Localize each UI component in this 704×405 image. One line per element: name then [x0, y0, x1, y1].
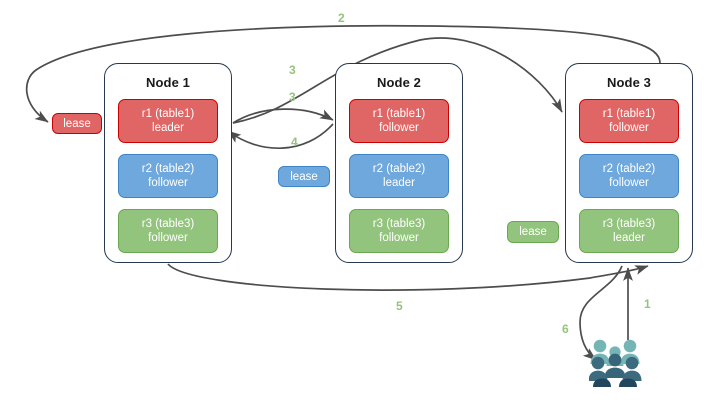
replica-r2[interactable]: r2 (table2) leader [349, 154, 449, 198]
lease-badge-table3[interactable]: lease [507, 221, 559, 243]
arrow-step-4 [227, 123, 334, 149]
replica-name: r3 (table3) [372, 218, 426, 230]
replica-role: follower [148, 232, 188, 244]
arrow-step-6 [579, 265, 623, 361]
replica-role: follower [379, 232, 419, 244]
replica-role: leader [383, 177, 415, 189]
lease-badge-table1[interactable]: lease [52, 113, 102, 134]
replica-r1[interactable]: r1 (table1) leader [118, 99, 218, 143]
node-box-node-1[interactable]: Node 1 r1 (table1) leader r2 (table2) fo… [104, 63, 232, 263]
step-label-1: 1 [644, 297, 651, 311]
arrow-step-3-node3 [232, 37, 563, 124]
replica-r2[interactable]: r2 (table2) follower [118, 154, 218, 198]
arrow-step-5 [167, 263, 649, 291]
lease-badge-table2[interactable]: lease [278, 166, 330, 187]
node-title: Node 1 [146, 75, 190, 90]
replica-name: r2 (table2) [141, 163, 195, 175]
step-label-3-lower: 3 [289, 90, 296, 104]
replica-r2[interactable]: r2 (table2) follower [579, 154, 679, 198]
replica-name: r3 (table3) [602, 218, 656, 230]
replica-name: r3 (table3) [141, 218, 195, 230]
replica-r1[interactable]: r1 (table1) follower [349, 99, 449, 143]
replica-name: r1 (table1) [602, 108, 656, 120]
step-label-2: 2 [338, 11, 345, 25]
node-title: Node 3 [607, 75, 651, 90]
replica-name: r2 (table2) [372, 163, 426, 175]
step-label-5: 5 [396, 299, 403, 313]
replica-name: r1 (table1) [141, 108, 195, 120]
replica-name: r1 (table1) [372, 108, 426, 120]
replica-role: follower [609, 177, 649, 189]
arrow-step-2 [25, 24, 661, 123]
step-label-3-upper: 3 [289, 63, 296, 77]
replica-r3[interactable]: r3 (table3) leader [579, 209, 679, 253]
replica-role: leader [613, 232, 645, 244]
replica-name: r2 (table2) [602, 163, 656, 175]
users-group-icon [589, 339, 642, 387]
node-box-node-2[interactable]: Node 2 r1 (table1) follower r2 (table2) … [335, 63, 463, 263]
arrow-step-3-node2 [232, 108, 334, 124]
replica-role: follower [379, 122, 419, 134]
step-label-4: 4 [291, 135, 298, 149]
replica-role: leader [152, 122, 184, 134]
replica-r3[interactable]: r3 (table3) follower [118, 209, 218, 253]
node-box-node-3[interactable]: Node 3 r1 (table1) follower r2 (table2) … [565, 63, 693, 263]
step-label-6: 6 [562, 322, 569, 336]
replica-r3[interactable]: r3 (table3) follower [349, 209, 449, 253]
replica-role: follower [609, 122, 649, 134]
replica-role: follower [148, 177, 188, 189]
replica-r1[interactable]: r1 (table1) follower [579, 99, 679, 143]
node-title: Node 2 [377, 75, 421, 90]
